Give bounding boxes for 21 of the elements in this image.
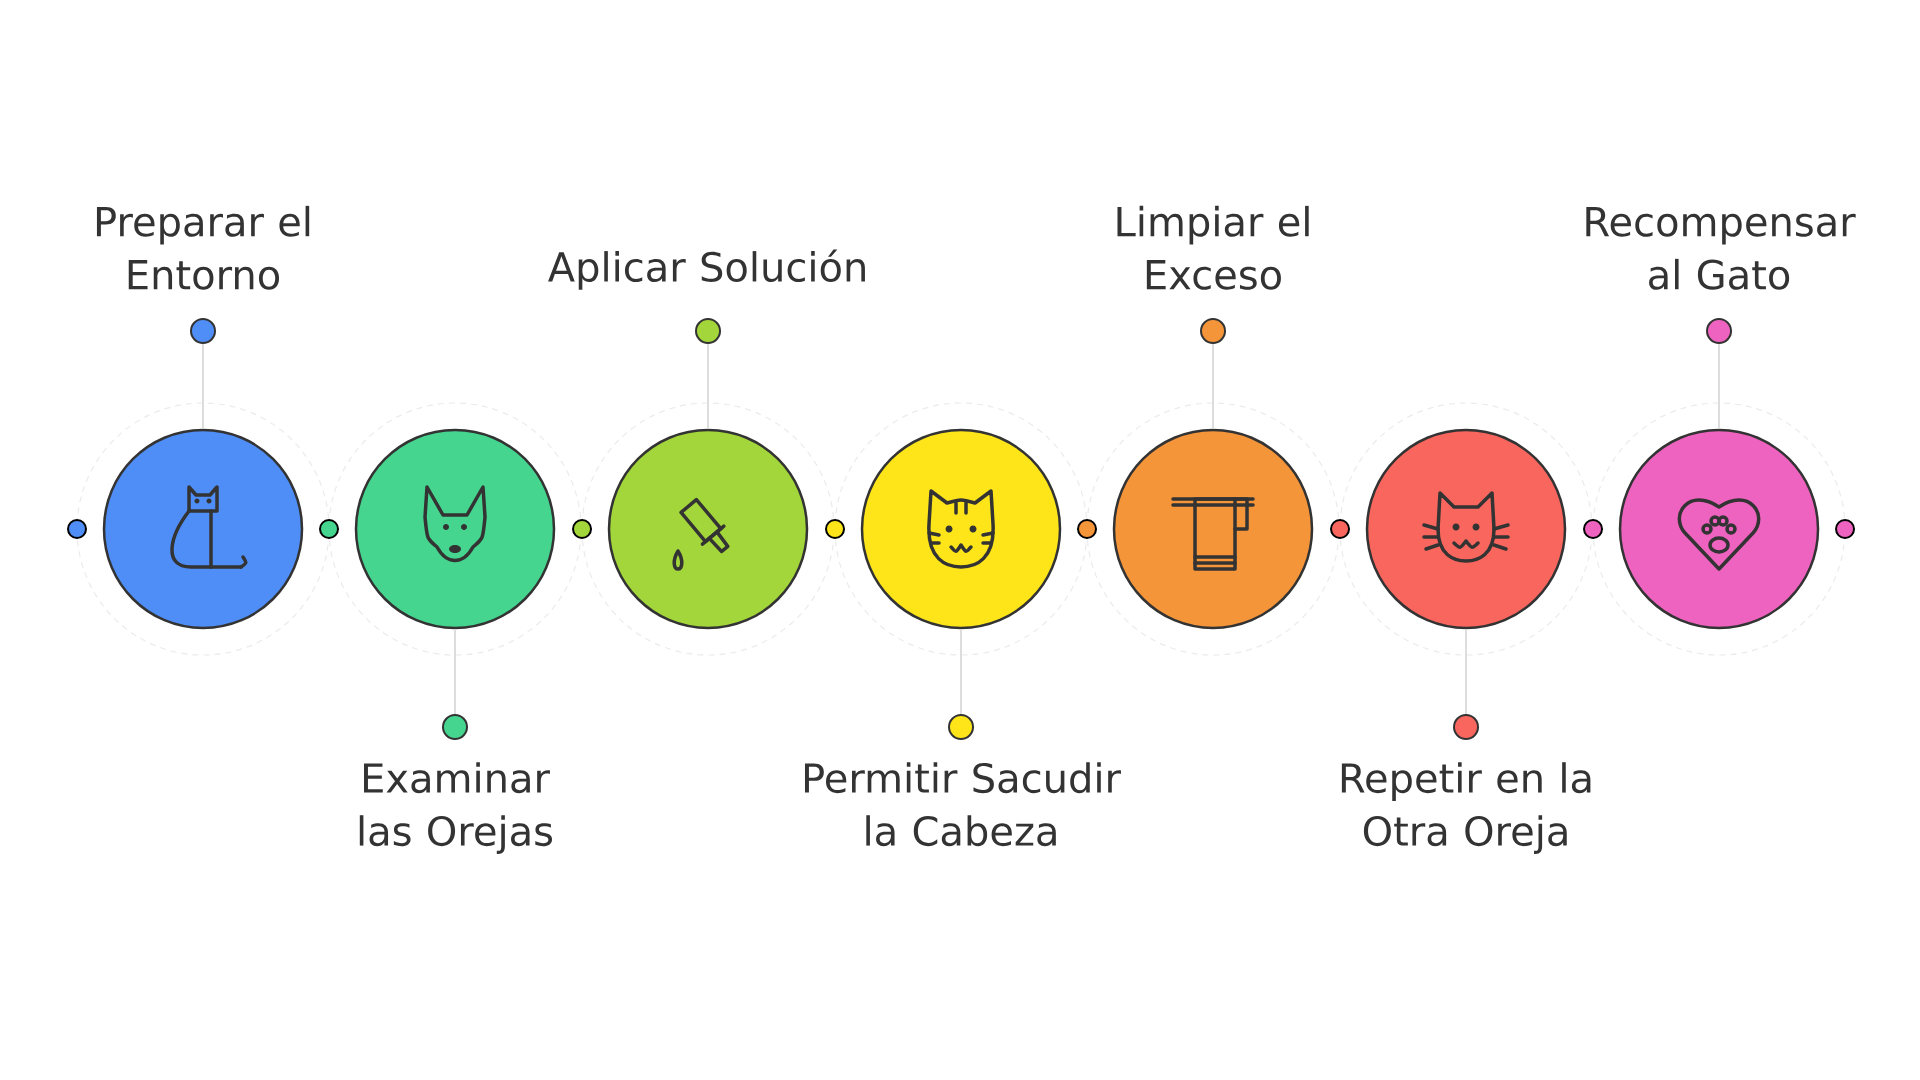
step-circle [1365,428,1567,630]
leader-line [948,628,974,740]
leader-line [1200,318,1226,430]
step-label: Preparar el Entorno [96,205,310,290]
leader-line [442,628,468,740]
leader-line [695,318,721,430]
step-circle [1112,428,1314,630]
step-label: Aplicar Solución [548,249,865,290]
step-circle [607,428,809,630]
leader-line [1706,318,1732,430]
step-label: Repetir en la Otra Oreja [1341,762,1591,854]
step-circle [1618,428,1820,630]
step-label: Limpiar el Exceso [1117,205,1309,290]
step-circle [860,428,1062,630]
step-circle [354,428,556,630]
step-label: Permitir Sacudir la Cabeza [805,762,1121,847]
step-circle [102,428,304,630]
step-label: Examinar las Orejas [359,762,553,854]
step-label: Recompensar al Gato [1586,207,1856,290]
leader-line [1453,628,1479,740]
leader-line [190,318,216,430]
